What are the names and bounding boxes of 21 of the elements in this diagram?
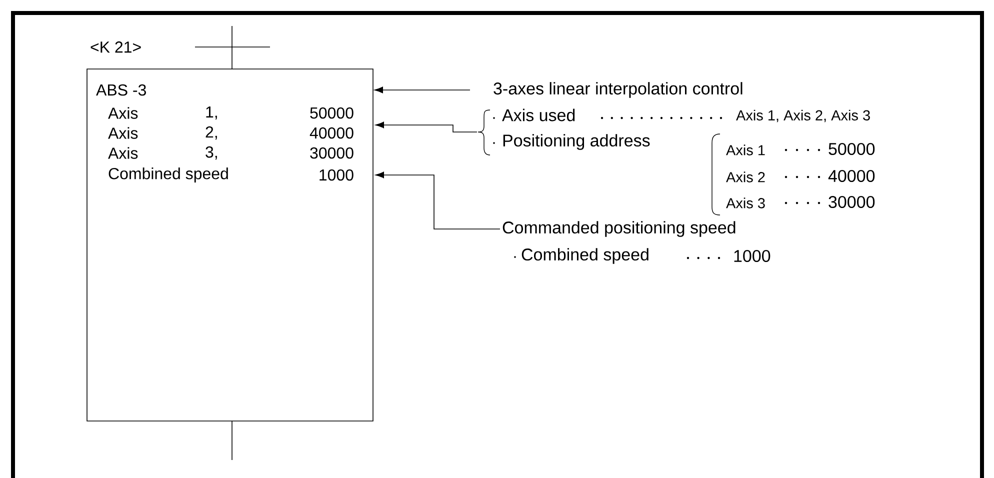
annotation-text: Axis used — [502, 108, 575, 122]
annotation-text: Axis 1, Axis 2, Axis 3 — [736, 110, 870, 122]
annotation-text: 30000 — [828, 196, 875, 208]
annotation-text: Axis 2 — [726, 172, 765, 182]
annotation-text: Axis 1 — [726, 144, 765, 156]
arrow — [374, 86, 470, 94]
annotation-text: 3-axes linear interpolation control — [494, 82, 742, 98]
annotation-text: Positioning address — [503, 134, 650, 150]
annotation-text: 40000 — [828, 170, 875, 182]
arrow — [375, 122, 478, 132]
program-line: Combined speed 1000 — [108, 168, 354, 182]
annotation-text: 50000 — [828, 142, 875, 156]
annotation-text: Combined speed — [522, 248, 648, 264]
step-label: <K 21> — [90, 41, 141, 53]
program-line: Axis 2, 40000 — [108, 126, 354, 140]
annotation-text: 1000 — [734, 250, 770, 262]
arrow — [375, 172, 500, 230]
program-line: Axis 3, 30000 — [108, 146, 354, 160]
program-line: Axis 1, 50000 — [108, 106, 354, 120]
annotation-text: Commanded positioning speed — [502, 221, 736, 237]
annotation-text: Axis 3 — [726, 198, 765, 208]
